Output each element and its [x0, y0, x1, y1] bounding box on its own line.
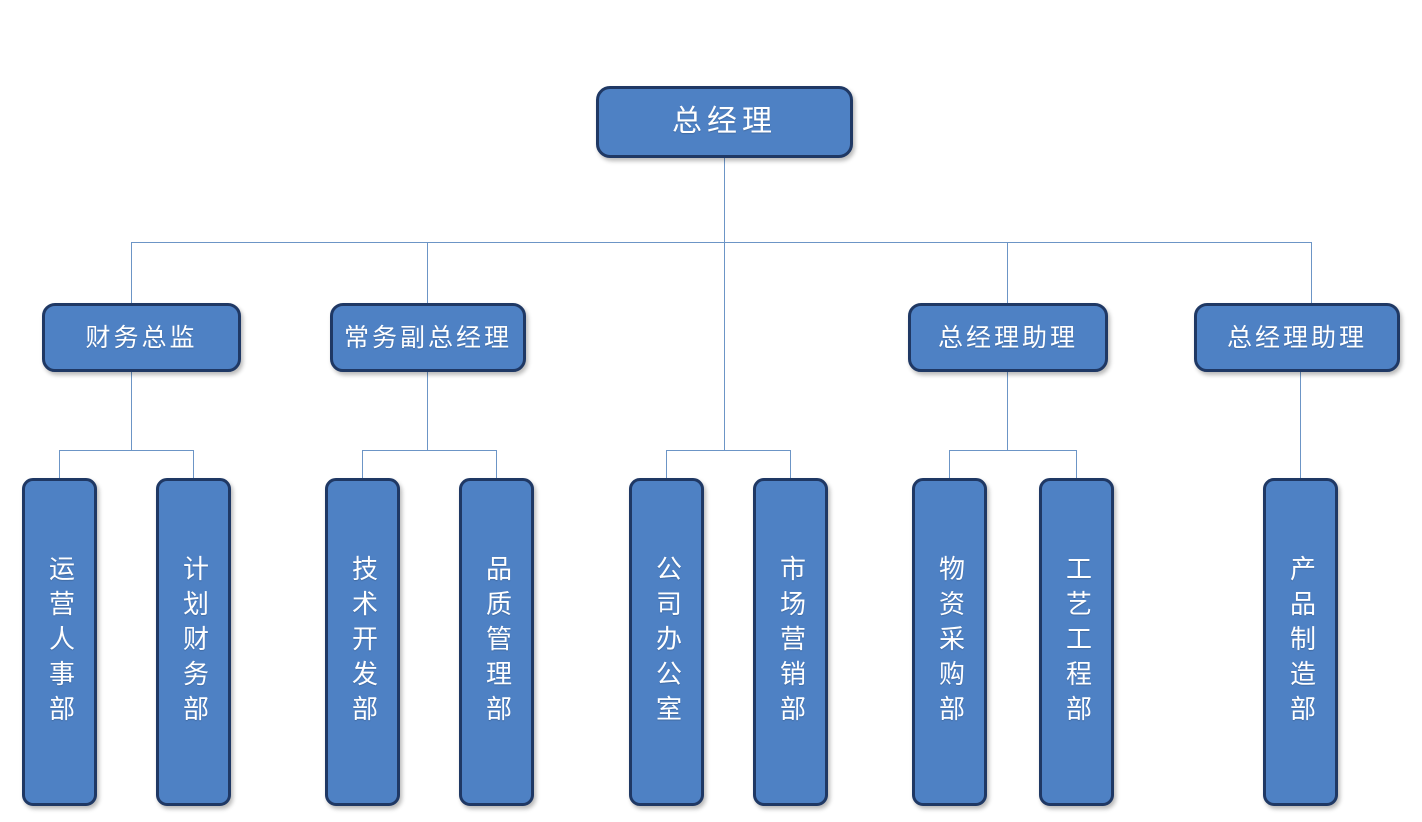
connector-cfo-to-operations-hr — [59, 450, 60, 479]
connector-cfo-to-planning-finance — [193, 450, 194, 479]
node-label: 总经理 — [672, 104, 777, 140]
node-label: 总经理助理 — [1226, 323, 1367, 352]
node-label: 产品制造部 — [1285, 554, 1316, 730]
connector-cfo-bus — [59, 450, 194, 451]
node-company-office[interactable]: 公司办公室 — [629, 478, 704, 806]
connector-assistant-2-to-manufacturing — [1300, 372, 1301, 479]
connector-bus-to-assistant-2 — [1311, 242, 1312, 303]
connector-deputy-gm-to-tech-dev — [362, 450, 363, 479]
node-quality-management-dept[interactable]: 品质管理部 — [459, 478, 534, 806]
node-label: 常务副总经理 — [343, 323, 512, 352]
node-gm-assistant-2[interactable]: 总经理助理 — [1194, 303, 1400, 372]
node-marketing-dept[interactable]: 市场营销部 — [753, 478, 828, 806]
node-label: 市场营销部 — [775, 554, 806, 730]
connector-assistant-1-bus — [949, 450, 1076, 451]
node-product-manufacturing-dept[interactable]: 产品制造部 — [1263, 478, 1338, 806]
connector-assistant-1-to-procurement — [949, 450, 950, 479]
node-label: 公司办公室 — [651, 554, 682, 730]
node-label: 品质管理部 — [481, 554, 512, 730]
connector-assistant-1-to-process-eng — [1076, 450, 1077, 479]
connector-gm-direct-bus — [666, 450, 791, 451]
node-cfo[interactable]: 财务总监 — [42, 303, 241, 372]
node-label: 工艺工程部 — [1061, 554, 1092, 730]
node-general-manager[interactable]: 总经理 — [596, 86, 853, 158]
connector-bus-to-cfo — [131, 242, 132, 303]
node-label: 总经理助理 — [937, 323, 1078, 352]
connector-bus-to-assistant-1 — [1007, 242, 1008, 303]
node-executive-deputy-gm[interactable]: 常务副总经理 — [330, 303, 526, 372]
node-technology-development-dept[interactable]: 技术开发部 — [325, 478, 400, 806]
connector-assistant-1-stem — [1007, 372, 1008, 450]
node-gm-assistant-1[interactable]: 总经理助理 — [908, 303, 1108, 372]
connector-deputy-gm-bus — [362, 450, 497, 451]
connector-deputy-gm-to-quality-mgmt — [496, 450, 497, 479]
connector-root-stem — [724, 158, 725, 450]
node-process-engineering-dept[interactable]: 工艺工程部 — [1039, 478, 1114, 806]
connector-gm-to-marketing — [790, 450, 791, 479]
node-label: 技术开发部 — [347, 554, 378, 730]
node-materials-procurement-dept[interactable]: 物资采购部 — [912, 478, 987, 806]
node-planning-finance-dept[interactable]: 计划财务部 — [156, 478, 231, 806]
connector-gm-to-company-office — [666, 450, 667, 479]
node-label: 计划财务部 — [178, 554, 209, 730]
connector-deputy-gm-stem — [427, 372, 428, 450]
connector-bus-to-deputy-gm — [427, 242, 428, 303]
connector-main-bus — [131, 242, 1311, 243]
node-label: 运营人事部 — [44, 554, 75, 730]
node-operations-hr-dept[interactable]: 运营人事部 — [22, 478, 97, 806]
node-label: 物资采购部 — [934, 554, 965, 730]
node-label: 财务总监 — [85, 323, 198, 352]
connector-cfo-stem — [131, 372, 132, 450]
